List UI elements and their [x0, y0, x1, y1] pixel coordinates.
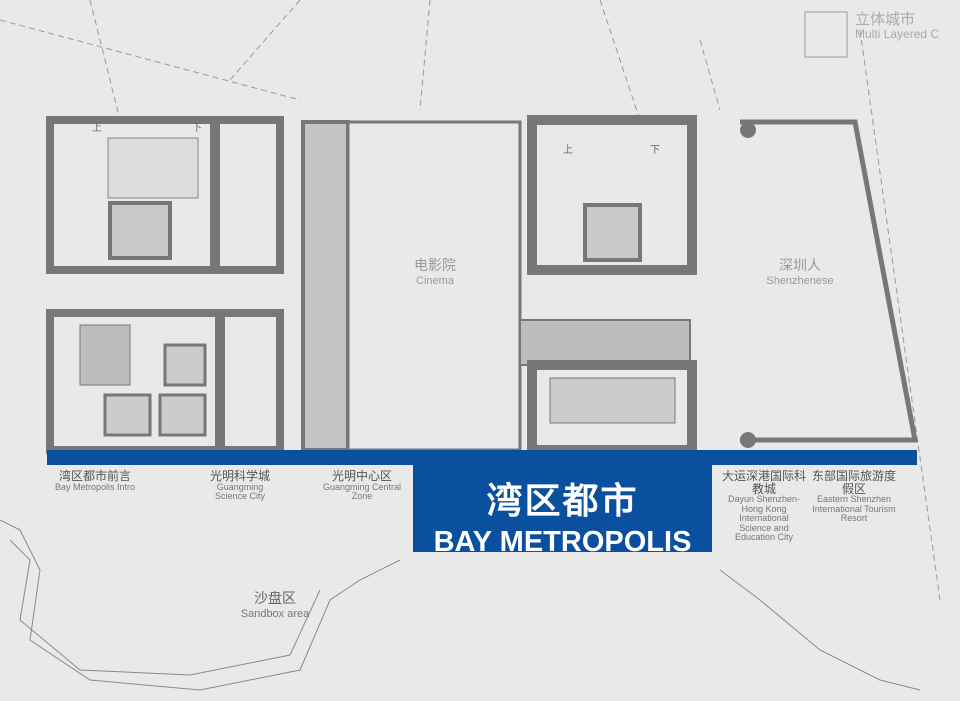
room-label-en: Shenzhenese	[766, 275, 834, 287]
cinema-block	[301, 120, 522, 452]
room-label-en: Cinema	[416, 275, 454, 287]
left-block-bottom	[46, 309, 284, 454]
stair-down-mark: 下	[192, 123, 202, 134]
title-zh: 湾区都市	[486, 480, 639, 521]
shenzhenese-hall	[740, 119, 919, 448]
room-label-en: Sandbox area	[240, 608, 310, 620]
corner-logo	[804, 11, 848, 58]
zone-zh: 光明科学城	[209, 469, 270, 483]
corner-title-en: Multi Layered C	[855, 26, 940, 41]
title-en: BAY METROPOLIS	[433, 526, 692, 558]
corner-title: 立体城市 Multi Layered C	[855, 12, 939, 40]
corner-title-zh: 立体城市	[855, 11, 916, 28]
center-core	[519, 115, 697, 455]
zone-en: Eastern Shenzhen International Tourism R…	[812, 494, 896, 524]
room-sandbox: 沙盘区 Sandbox area	[225, 588, 325, 620]
sandbox-outline	[0, 519, 921, 691]
room-shenzhenese: 深圳人 Shenzhenese	[750, 255, 850, 287]
title-banner: 湾区都市 BAY METROPOLIS	[413, 450, 712, 558]
zone-en: Guangming Central Zone	[322, 481, 402, 502]
zone-zh: 光明中心区	[331, 469, 392, 483]
zone-en: Guangming Science City	[214, 481, 266, 502]
room-label-zh: 沙盘区	[254, 590, 296, 606]
zone-zh: 大运深港国际科教城	[722, 469, 807, 496]
stair-up-mark: 上	[563, 145, 573, 156]
room-label-zh: 电影院	[414, 257, 456, 273]
left-block-top	[46, 116, 284, 274]
zone-en: Dayun Shenzhen-Hong Kong International S…	[727, 494, 801, 542]
stair-up-mark: 上	[92, 123, 102, 134]
zone-en: Bay Metropolis Intro	[54, 481, 136, 492]
stair-down-mark: 下	[650, 145, 660, 156]
background-outlines	[0, 0, 941, 601]
room-cinema: 电影院 Cinema	[390, 255, 480, 287]
zone-zh: 东部国际旅游度假区	[812, 469, 897, 496]
room-label-zh: 深圳人	[779, 257, 821, 273]
zone-zh: 湾区都市前言	[58, 469, 131, 483]
